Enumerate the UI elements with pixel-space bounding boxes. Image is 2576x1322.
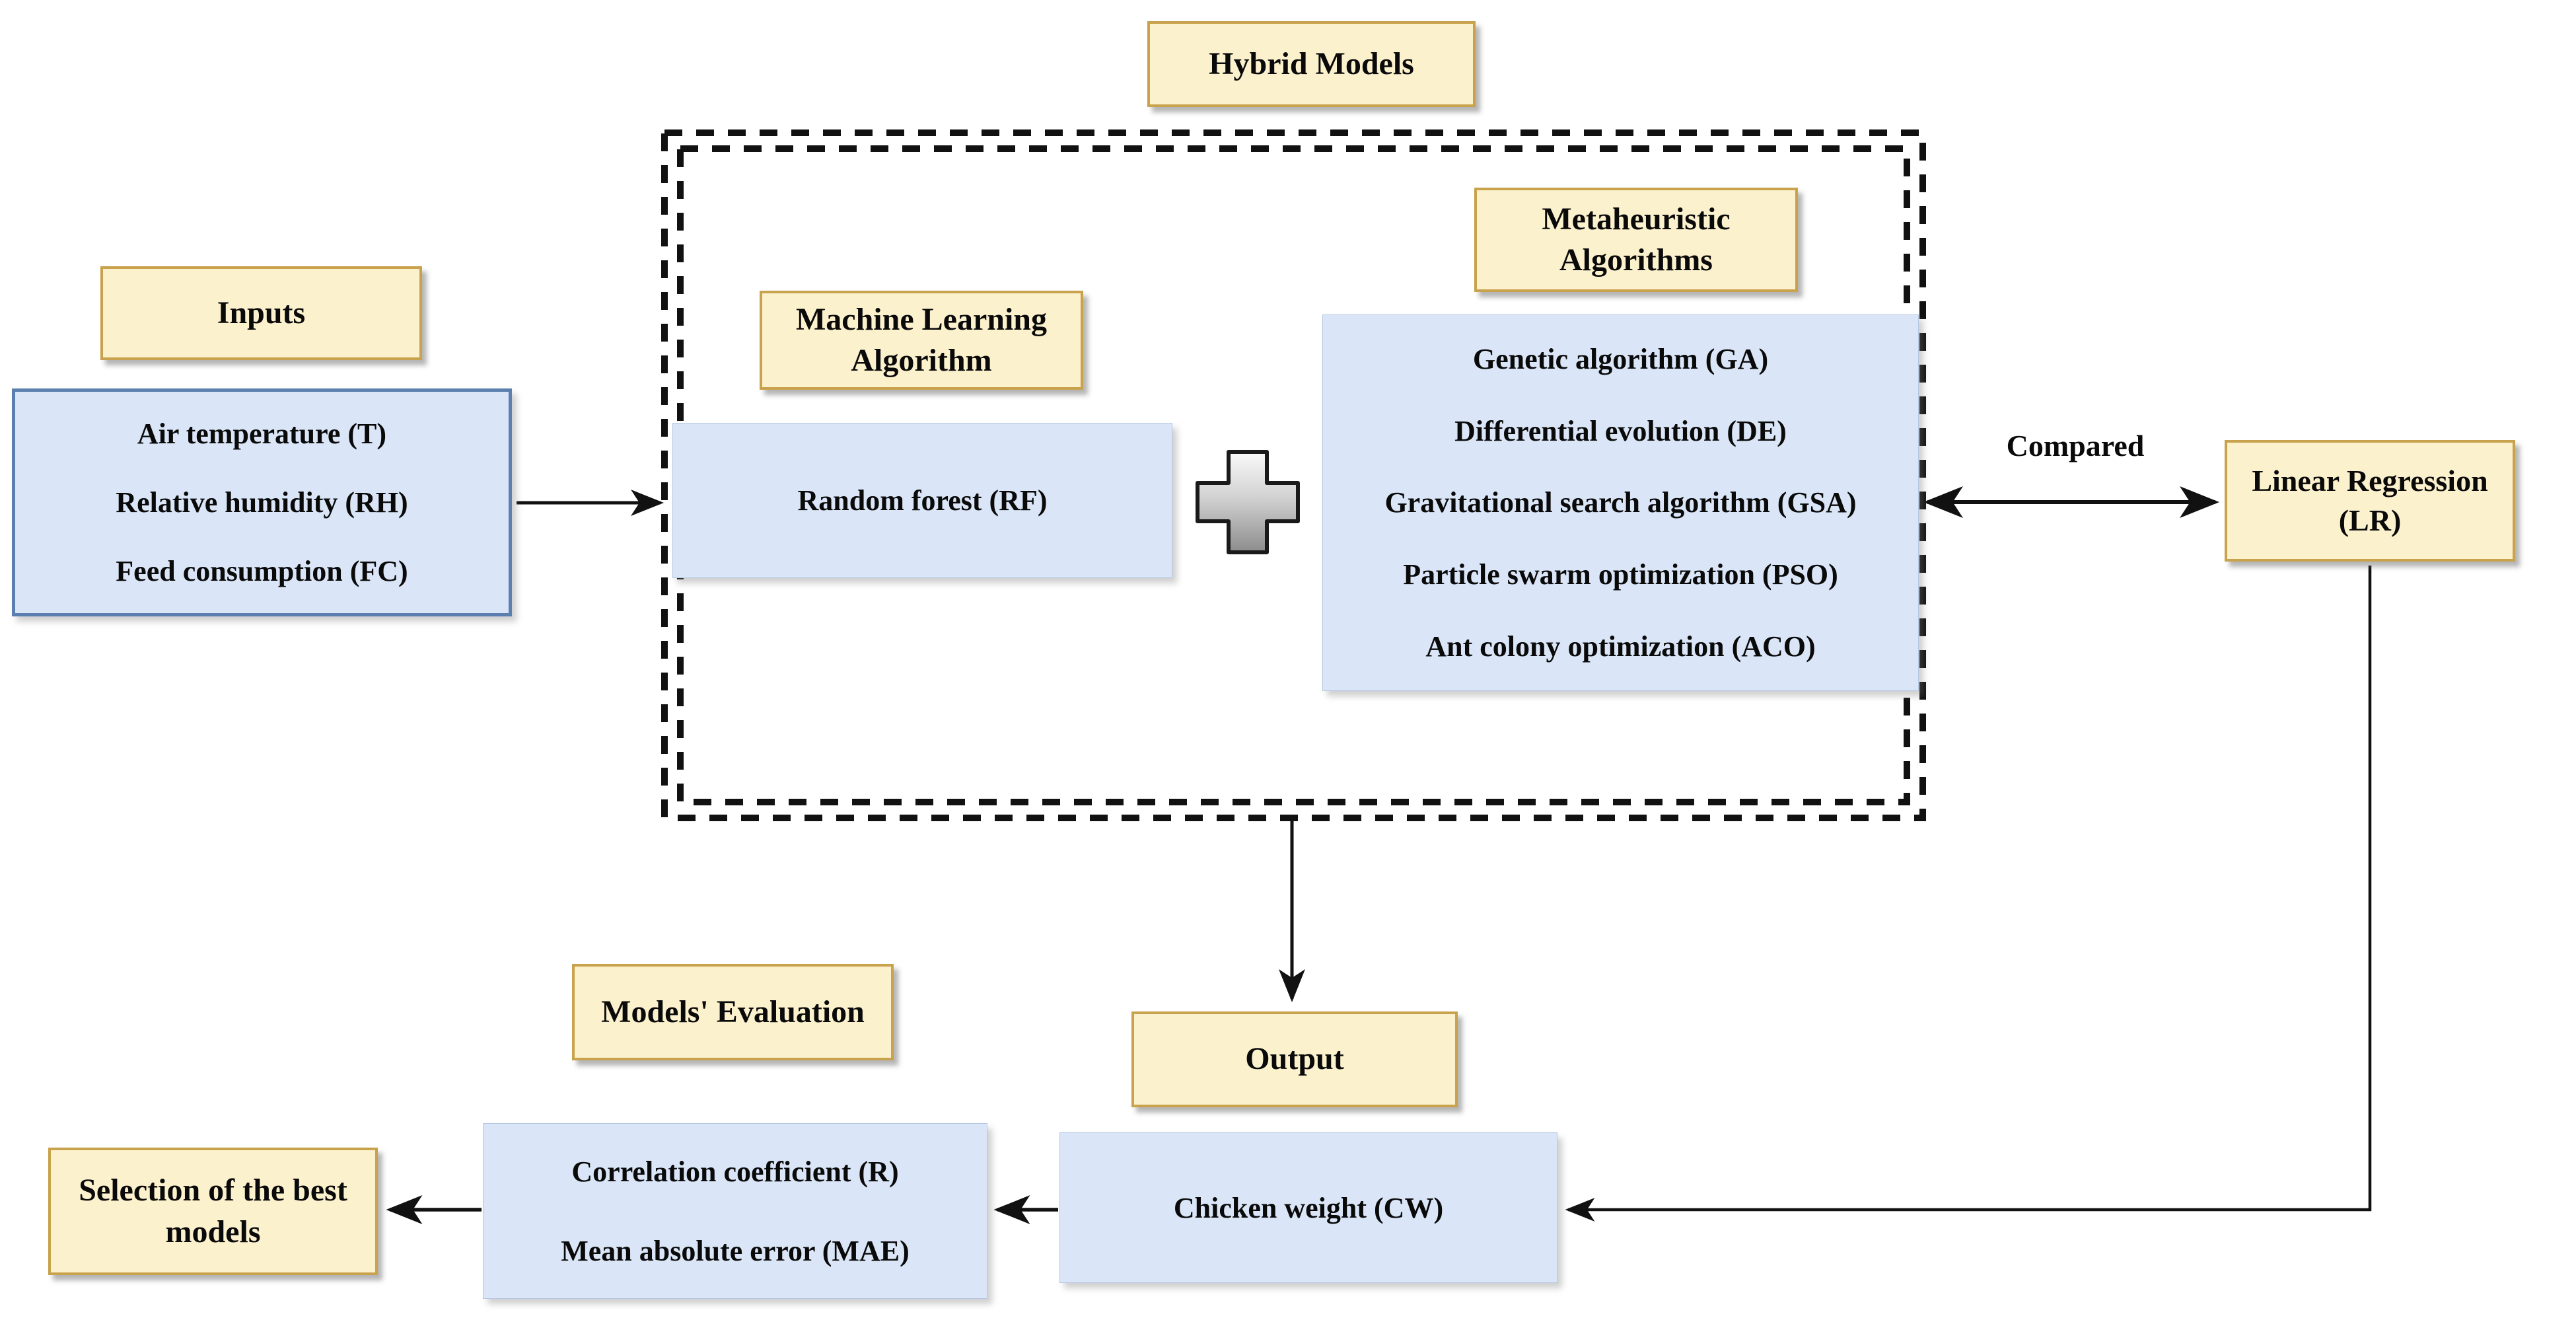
random-forest-item: Random forest (RF) [797,484,1048,517]
arrow-lr-to-cw [1565,566,2372,1222]
models-evaluation-title: Models' Evaluation [601,994,865,1029]
metaheuristic-panel: Genetic algorithm (GA) Differential evol… [1322,314,1919,691]
hybrid-models-title: Hybrid Models [1209,46,1414,81]
random-forest-panel: Random forest (RF) [672,423,1172,578]
metaheuristic-item: Gravitational search algorithm (GSA) [1384,486,1857,519]
linear-regression-title: Linear Regression (LR) [2252,464,2488,537]
compared-label: Compared [2006,429,2145,462]
metaheuristic-item: Genetic algorithm (GA) [1472,342,1769,375]
models-evaluation-label: Models' Evaluation [572,964,894,1060]
linear-regression-box: Linear Regression (LR) [2225,440,2515,562]
selection-best-models-title: Selection of the best models [79,1173,347,1249]
inputs-title: Inputs [217,295,306,330]
input-item: Relative humidity (RH) [116,486,408,519]
inputs-panel: Air temperature (T) Relative humidity (R… [12,388,512,616]
evaluation-item: Correlation coefficient (R) [571,1155,899,1188]
plus-icon [1196,450,1300,554]
evaluation-panel: Correlation coefficient (R) Mean absolut… [483,1123,987,1299]
metaheuristic-item: Differential evolution (DE) [1454,414,1787,447]
selection-best-models-box: Selection of the best models [48,1148,378,1275]
metaheuristic-title: Metaheuristic Algorithms [1542,201,1731,277]
ml-algorithm-title: Machine Learning Algorithm [796,301,1047,378]
metaheuristic-item: Ant colony optimization (ACO) [1425,630,1816,663]
hybrid-models-label: Hybrid Models [1147,21,1476,107]
metaheuristic-label: Metaheuristic Algorithms [1474,188,1798,292]
output-title: Output [1245,1041,1344,1077]
output-label: Output [1131,1011,1458,1107]
metaheuristic-item: Particle swarm optimization (PSO) [1403,558,1838,591]
hybrid-group-dashed-border-outer [661,129,1926,821]
chicken-weight-panel: Chicken weight (CW) [1059,1132,1557,1283]
chicken-weight-item: Chicken weight (CW) [1173,1191,1444,1224]
input-item: Air temperature (T) [137,418,387,451]
input-item: Feed consumption (FC) [116,554,408,587]
ml-algorithm-label: Machine Learning Algorithm [760,291,1083,390]
evaluation-item: Mean absolute error (MAE) [561,1234,910,1267]
inputs-label: Inputs [100,266,422,360]
